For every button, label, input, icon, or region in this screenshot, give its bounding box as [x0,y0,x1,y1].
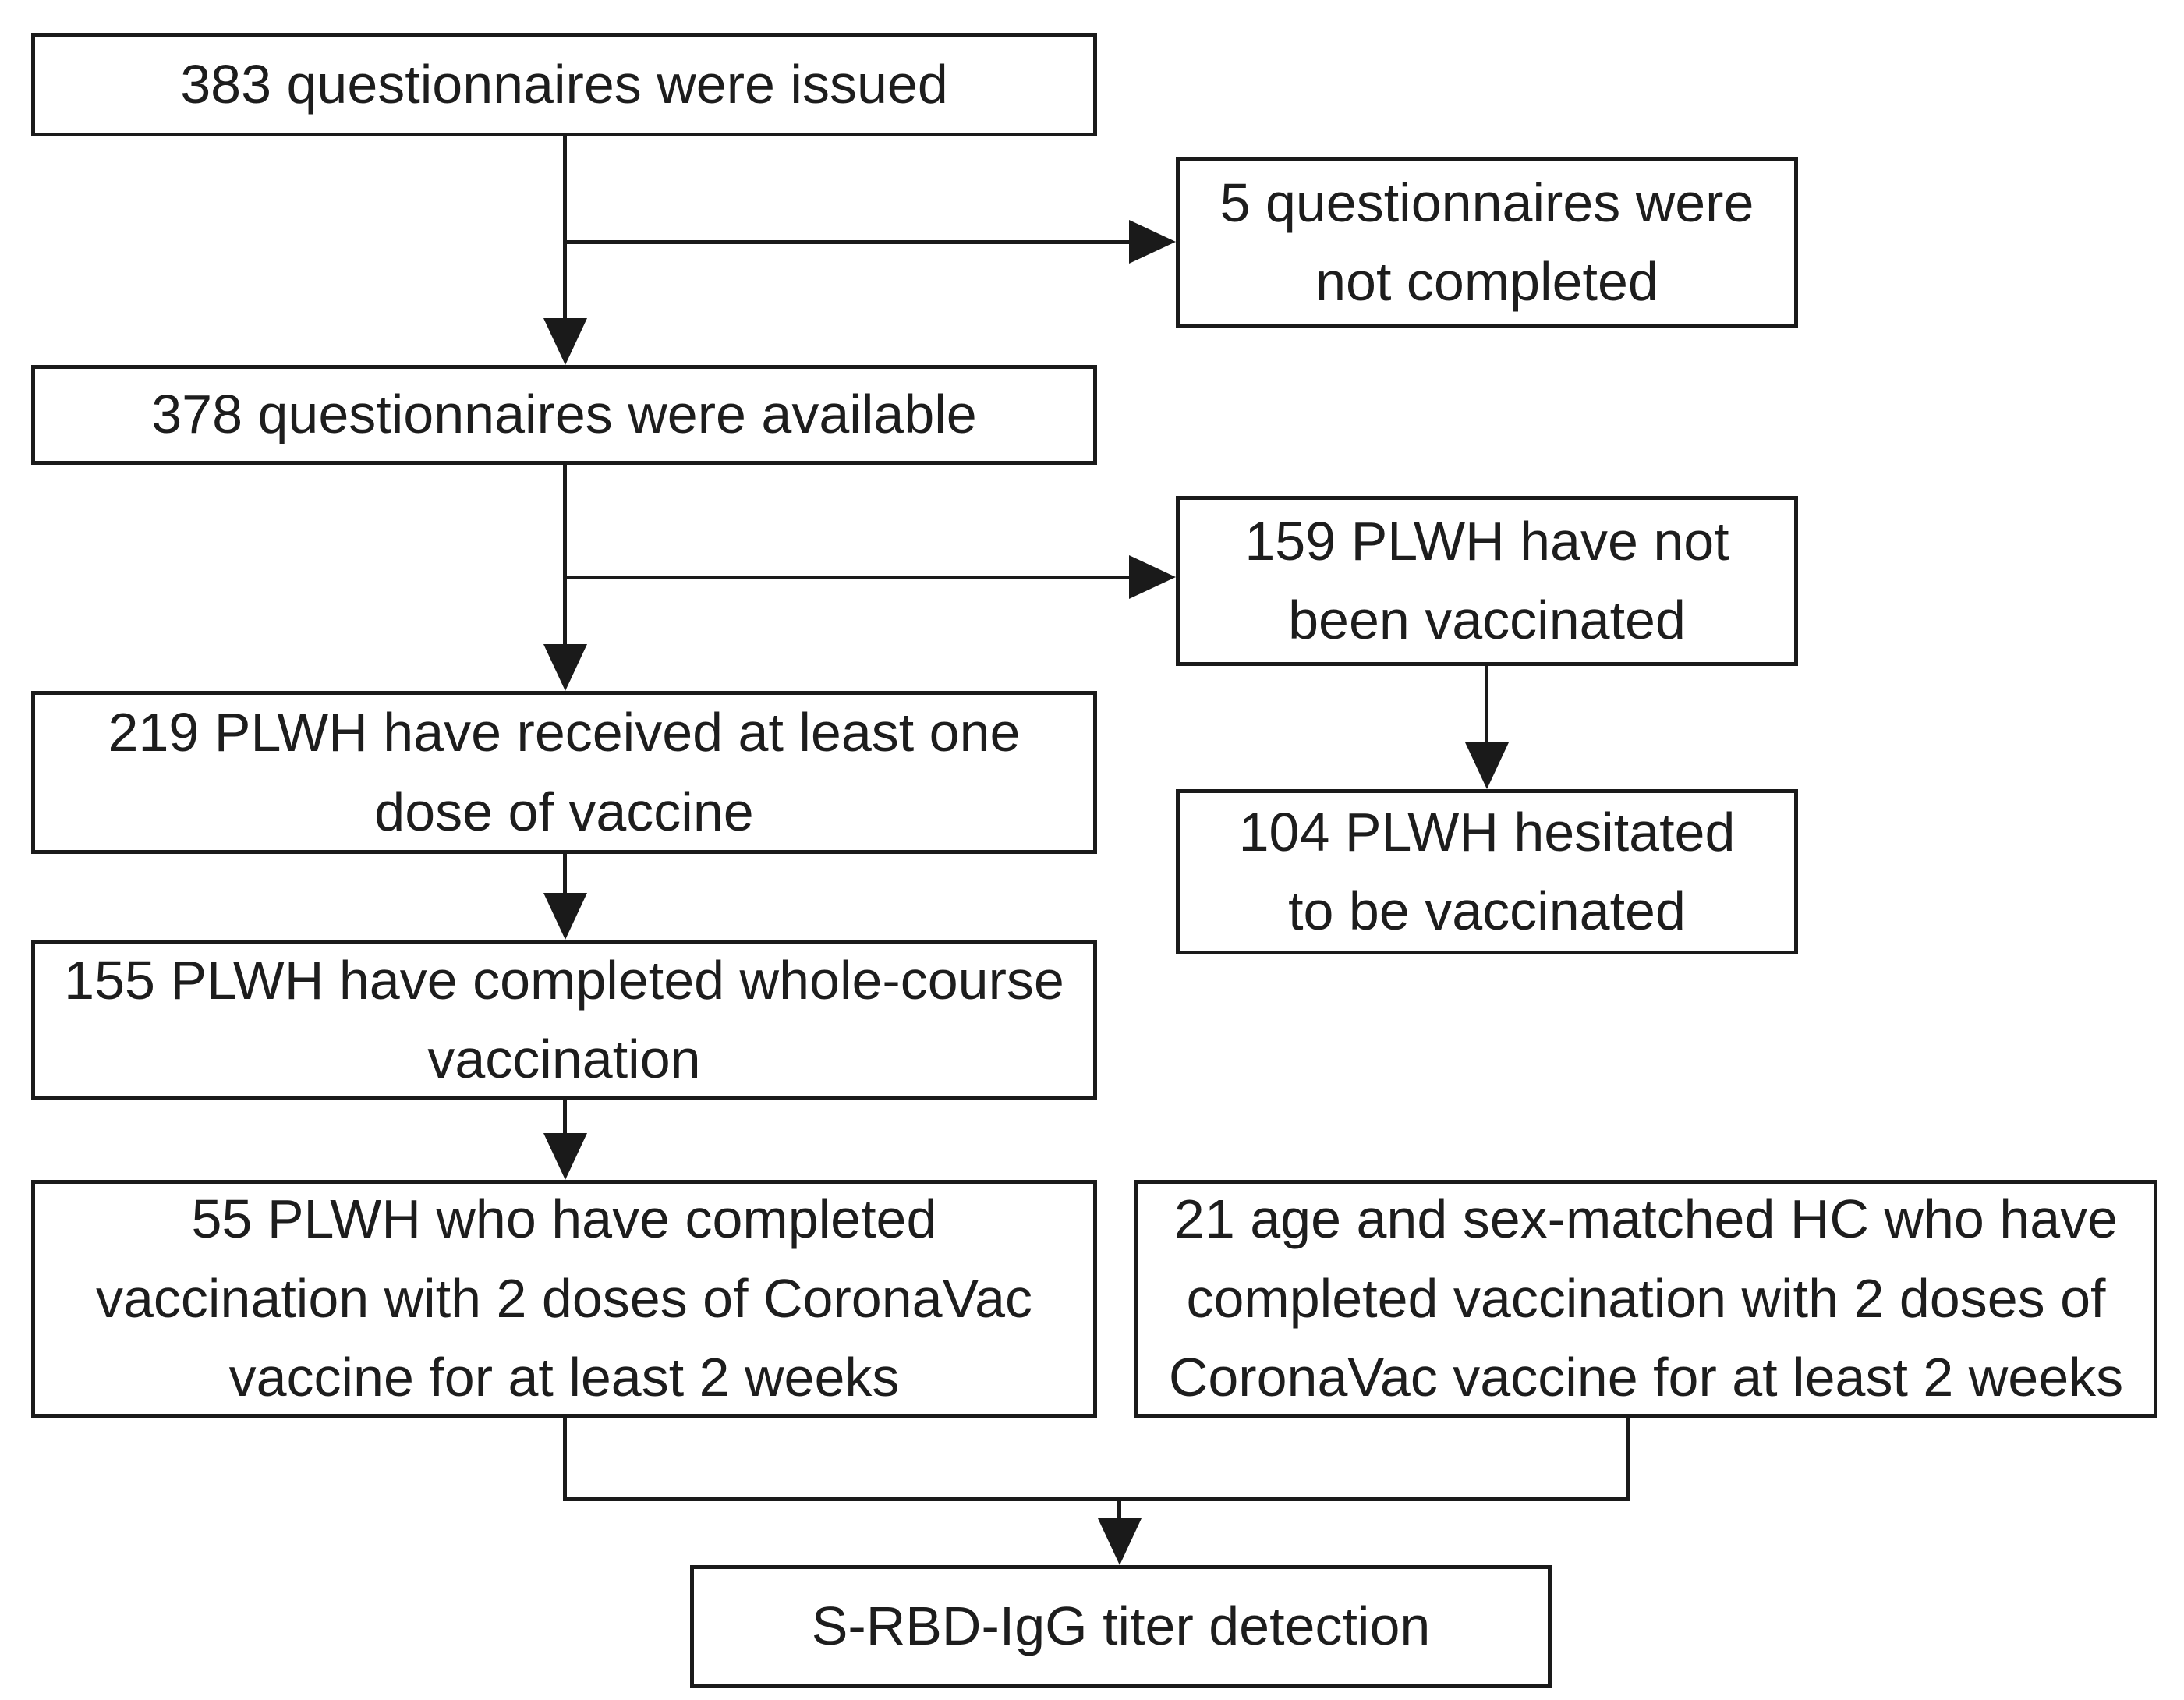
connector-issued-available-line [563,136,567,320]
node-plwh-whole-course: 155 PLWH have completed whole-course vac… [31,940,1097,1100]
node-titer-detection: S-RBD-IgG titer detection [690,1565,1552,1688]
arrowhead-down-onedose-icon [543,644,587,691]
connector-issued-notcompleted-line [563,240,1132,244]
connector-merge-titer-line [1117,1497,1121,1521]
connector-wholecourse-plwh2dose-line [563,1100,567,1135]
connector-hc2dose-merge-line [1626,1418,1630,1501]
arrowhead-down-titer-icon [1098,1518,1142,1565]
arrowhead-down-wholecourse-icon [543,893,587,940]
arrowhead-down-plwh2dose-icon [543,1133,587,1180]
node-hc-two-doses: 21 age and sex-matched HC who have compl… [1134,1180,2157,1418]
connector-available-onedose-line [563,465,567,646]
node-questionnaires-available: 378 questionnaires were available [31,365,1097,465]
arrowhead-right-notvaccinated-icon [1129,555,1176,599]
arrowhead-down-available-icon [543,318,587,365]
connector-available-notvaccinated-line [563,576,1132,579]
connector-merge-bar-line [563,1497,1630,1501]
node-questionnaires-issued: 383 questionnaires were issued [31,33,1097,136]
node-plwh-at-least-one-dose: 219 PLWH have received at least one dose… [31,691,1097,854]
node-plwh-not-vaccinated: 159 PLWH have not been vaccinated [1176,496,1798,666]
arrowhead-down-hesitated-icon [1465,742,1509,789]
arrowhead-right-notcompleted-icon [1129,220,1176,264]
node-plwh-hesitated: 104 PLWH hesitated to be vaccinated [1176,789,1798,954]
connector-onedose-wholecourse-line [563,854,567,894]
connector-plwh2dose-merge-line [563,1418,567,1501]
node-questionnaires-not-completed: 5 questionnaires were not completed [1176,157,1798,328]
connector-notvaccinated-hesitated-line [1485,666,1488,744]
node-plwh-two-doses: 55 PLWH who have completed vaccination w… [31,1180,1097,1418]
